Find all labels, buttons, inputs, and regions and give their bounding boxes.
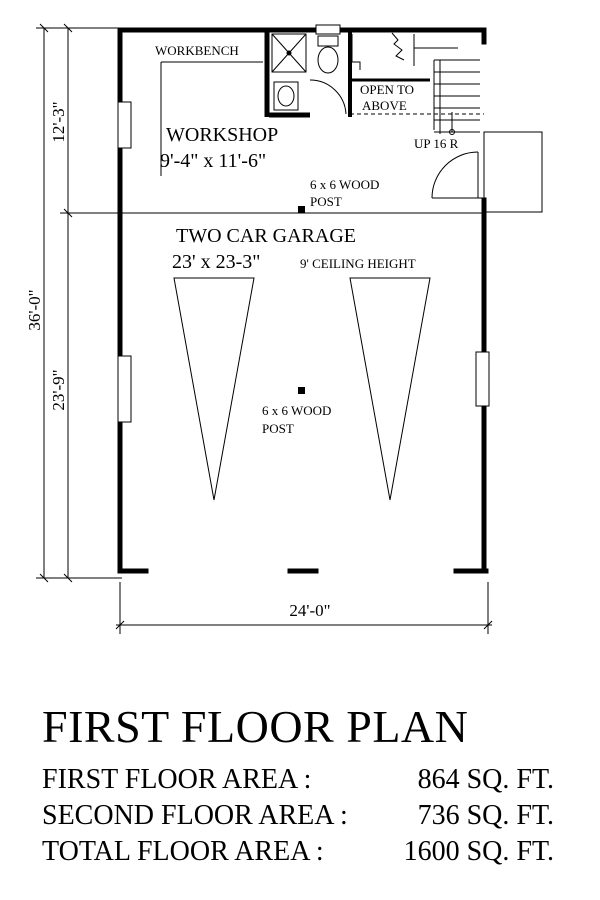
workshop-size: 9'-4" x 11'-6" — [160, 150, 266, 172]
bathroom-fixtures — [271, 24, 341, 111]
garage-name: TWO CAR GARAGE — [176, 225, 356, 247]
open-to-above-label-2: ABOVE — [362, 98, 407, 113]
wood-post-top-label-2: POST — [310, 194, 342, 209]
upper-depth-dimension: 12'-3" — [49, 101, 68, 142]
floor-plan-drawing: 36'-0" 12'-3" 23'-9" 24'-0" WORKBENCH OP… — [25, 23, 543, 634]
wood-post-top-label: 6 x 6 WOOD — [310, 177, 379, 192]
ceiling-height-label: 9' CEILING HEIGHT — [300, 256, 416, 271]
garage-size: 23' x 23-3" — [172, 251, 260, 273]
dimension-lines — [36, 23, 493, 634]
open-to-above-label: OPEN TO — [360, 82, 414, 97]
wood-post-garage — [298, 387, 305, 394]
wood-post-mid-label: 6 x 6 WOOD — [262, 403, 331, 418]
area-label: FIRST FLOOR AREA : — [42, 764, 312, 795]
workshop-name: WORKSHOP — [166, 124, 278, 146]
area-row-second: SECOND FLOOR AREA : 736 SQ. FT. — [42, 798, 554, 834]
area-value: 736 SQ. FT. — [417, 800, 554, 831]
staircase — [351, 32, 480, 135]
area-label: TOTAL FLOOR AREA : — [42, 836, 324, 867]
overall-depth-dimension: 36'-0" — [25, 289, 44, 330]
garage-doors — [173, 277, 431, 501]
stair-up-label: UP 16 R — [414, 136, 459, 151]
side-door — [431, 131, 543, 213]
area-row-first: FIRST FLOOR AREA : 864 SQ. FT. — [42, 762, 554, 798]
lower-depth-dimension: 23'-9" — [49, 369, 68, 410]
area-value: 864 SQ. FT. — [417, 764, 554, 795]
wood-post-mid-label-2: POST — [262, 421, 294, 436]
exterior-walls — [117, 27, 489, 574]
workbench-label: WORKBENCH — [155, 43, 239, 58]
area-summary: FIRST FLOOR AREA : 864 SQ. FT. SECOND FL… — [42, 762, 554, 870]
area-row-total: TOTAL FLOOR AREA : 1600 SQ. FT. — [42, 834, 554, 870]
width-dimension: 24'-0" — [289, 601, 330, 620]
interior-walls — [122, 32, 484, 214]
windows — [117, 101, 490, 423]
area-label: SECOND FLOOR AREA : — [42, 800, 348, 831]
wood-post-workshop — [298, 206, 305, 213]
plan-title: FIRST FLOOR PLAN — [42, 701, 469, 752]
area-value: 1600 SQ. FT. — [403, 836, 554, 867]
